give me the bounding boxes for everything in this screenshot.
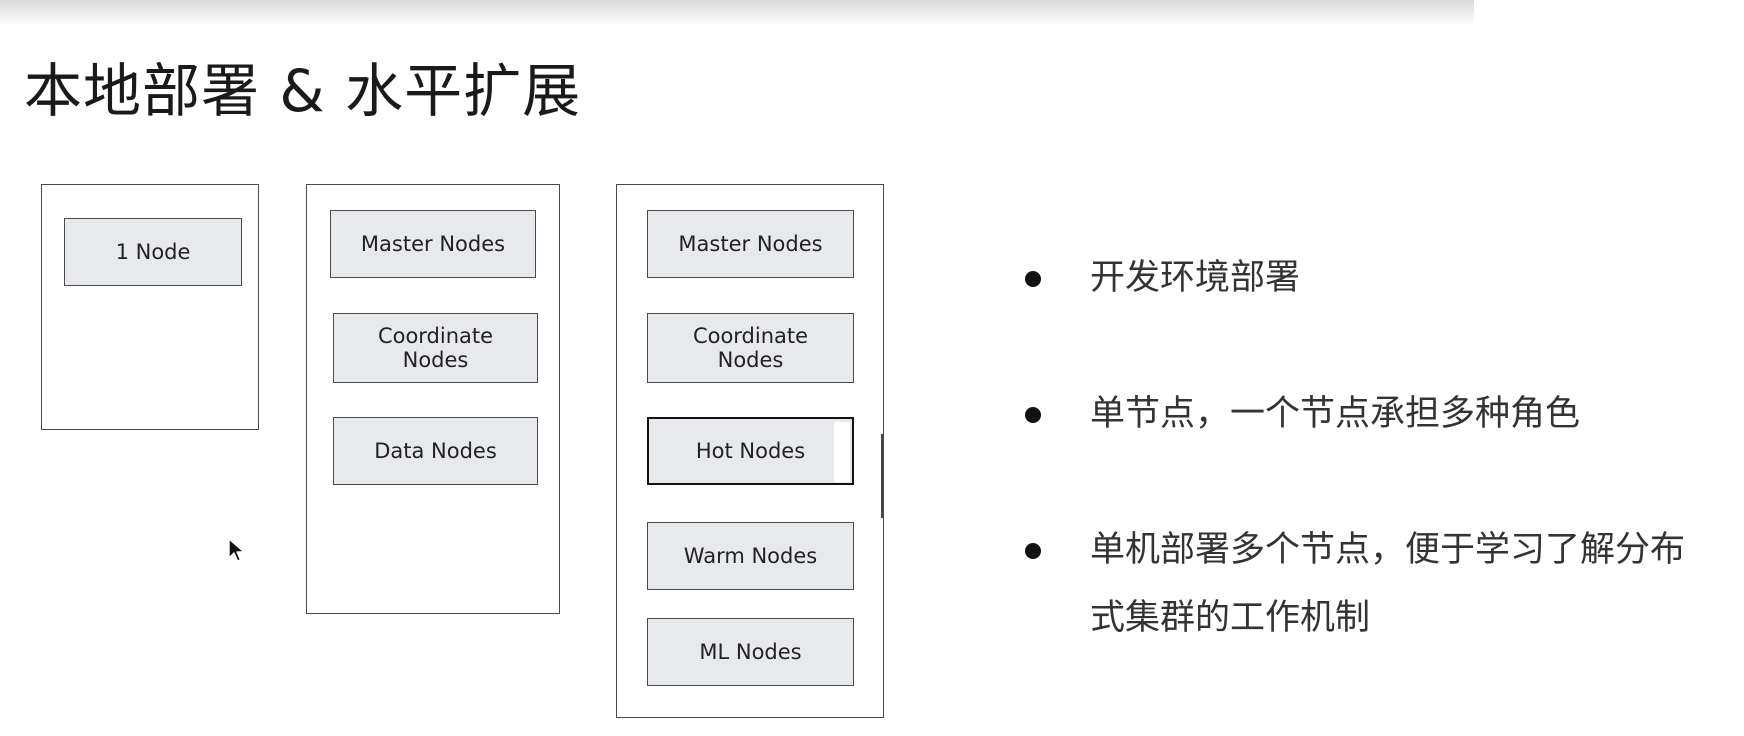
node-label: Coordinate Nodes [692, 324, 809, 372]
bullet-text: 开发环境部署 [1090, 258, 1301, 298]
node-label: Data Nodes [374, 439, 497, 463]
node-label: ML Nodes [699, 640, 802, 664]
node-label: Master Nodes [360, 232, 506, 256]
node-box-1-node: 1 Node [64, 218, 242, 286]
node-box-ml-nodes: ML Nodes [647, 618, 854, 686]
node-box-master-nodes: Master Nodes [647, 210, 854, 278]
vertical-divider-line [881, 434, 883, 518]
node-box-coordinate-nodes: Coordinate Nodes [647, 313, 854, 383]
bullet-text: 单节点，一个节点承担多种角色 [1090, 394, 1581, 434]
page-title: 本地部署 & 水平扩展 [24, 56, 582, 125]
node-box-warm-nodes: Warm Nodes [647, 522, 854, 590]
node-box-hot-nodes: Hot Nodes [647, 417, 854, 485]
node-label: Warm Nodes [683, 544, 818, 568]
node-label: Master Nodes [678, 232, 823, 256]
bullet-dot-icon [1025, 543, 1041, 559]
highlight-gap [834, 422, 850, 482]
bullet-dot-icon [1025, 271, 1041, 287]
node-box-coordinate-nodes: Coordinate Nodes [333, 313, 538, 383]
mouse-pointer-icon [228, 538, 245, 562]
node-box-master-nodes: Master Nodes [330, 210, 536, 278]
bullet-dot-icon [1025, 407, 1041, 423]
top-gradient-band [0, 0, 1474, 26]
bullet-text: 单机部署多个节点，便于学习了解分布式集群的工作机制 [1090, 530, 1686, 638]
node-label: Hot Nodes [695, 439, 806, 463]
node-box-data-nodes: Data Nodes [333, 417, 538, 485]
node-label: Coordinate Nodes [377, 324, 494, 372]
node-label: 1 Node [115, 240, 191, 264]
